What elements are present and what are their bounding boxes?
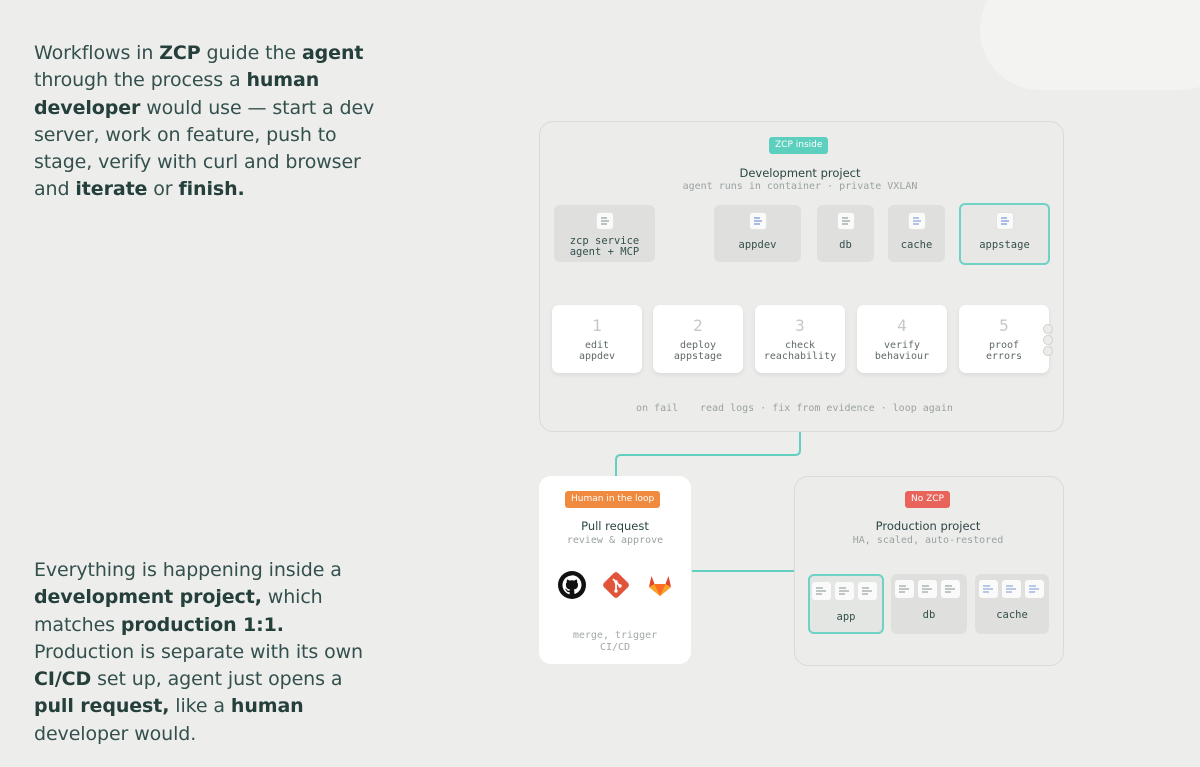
prose-text: guide the xyxy=(200,42,302,64)
production-service-label: db xyxy=(922,609,936,621)
workflow-step-1: 1 edit appdev xyxy=(552,305,642,373)
step-label: edit appdev xyxy=(578,340,616,362)
production-service-label: cache xyxy=(996,609,1028,621)
emphasis-text: development project, xyxy=(34,586,262,609)
loop-dot xyxy=(1043,335,1053,345)
git-icon xyxy=(603,572,629,598)
instance-icon xyxy=(941,580,960,598)
prose-text: developer would. xyxy=(34,722,197,745)
document-icon xyxy=(748,212,767,233)
decorative-glow xyxy=(980,0,1200,90)
pr-footer-line2: CI/CD xyxy=(599,642,631,653)
document-icon xyxy=(595,212,614,233)
step-label: verify behaviour xyxy=(874,340,930,362)
instance-icon xyxy=(858,582,877,600)
pull-request-title: Pull request xyxy=(581,519,649,533)
loop-dot xyxy=(1043,346,1053,356)
instance-icon xyxy=(895,580,914,598)
step-number: 5 xyxy=(999,316,1009,335)
service-db: db xyxy=(817,205,874,262)
emphasis-text: human developer xyxy=(34,69,320,119)
production-service-db: db xyxy=(891,574,967,634)
workflow-step-5: 5 proof errors xyxy=(959,305,1049,373)
prose-text: Everything is happening inside a xyxy=(34,559,342,581)
gitlab-icon xyxy=(649,576,671,596)
step-label: deploy appstage xyxy=(673,340,723,362)
github-icon xyxy=(558,571,586,599)
emphasis-text: ZCP xyxy=(159,42,201,64)
service-appdev: appdev xyxy=(714,205,801,262)
instance-icon xyxy=(1002,580,1021,598)
prose-text: like a xyxy=(169,695,231,718)
loop-description: read logs · fix from evidence · loop aga… xyxy=(700,403,953,414)
pr-footer-line1: merge, trigger xyxy=(572,630,658,641)
service-label: appdev xyxy=(738,239,777,251)
workflow-step-2: 2 deploy appstage xyxy=(653,305,743,373)
instance-icon xyxy=(835,582,854,600)
workflow-step-3: 3 check reachability xyxy=(755,305,845,373)
service-label: cache xyxy=(900,239,933,251)
prose-text: Production is separate with its own xyxy=(34,640,363,663)
service-sublabel: agent + MCP xyxy=(569,246,640,258)
emphasis-text: human xyxy=(230,695,304,718)
production-service-app: app xyxy=(808,574,884,634)
instance-icon xyxy=(918,580,937,598)
zcp-inside-badge: ZCP inside xyxy=(769,137,829,154)
prose-text: set up, agent just opens a xyxy=(91,668,343,691)
production-service-cache: cache xyxy=(975,574,1049,634)
intro-paragraph: Workflows in ZCP guide the agent through… xyxy=(34,40,379,204)
service-label: db xyxy=(839,239,852,251)
prose-text: Workflows in xyxy=(34,42,160,64)
no-zcp-badge: No ZCP xyxy=(905,491,950,508)
prose-text: through the process a xyxy=(34,69,247,92)
workflow-step-4: 4 verify behaviour xyxy=(857,305,947,373)
emphasis-text: pull request, xyxy=(34,695,170,718)
service-appstage: appstage xyxy=(959,203,1050,265)
prose-text: or xyxy=(147,178,179,201)
production-project-title: Production project xyxy=(875,519,981,533)
service-label: appstage xyxy=(979,239,1030,251)
emphasis-text: CI/CD xyxy=(34,668,92,691)
document-icon xyxy=(836,212,855,233)
document-icon xyxy=(995,212,1014,233)
step-number: 2 xyxy=(693,316,703,335)
instance-icon xyxy=(812,582,831,600)
production-project-subtitle: HA, scaled, auto-restored xyxy=(852,535,1004,546)
development-project-panel xyxy=(539,121,1064,432)
service-cache: cache xyxy=(888,205,945,262)
instance-icon xyxy=(979,580,998,598)
step-number: 1 xyxy=(592,316,602,335)
prose-text: would use — start a dev server, work on … xyxy=(34,96,375,201)
instance-icon xyxy=(1025,580,1044,598)
step-number: 3 xyxy=(795,316,805,335)
production-service-label: app xyxy=(836,611,856,623)
prose-text: which matches xyxy=(34,586,323,636)
explanation-paragraph: Everything is happening inside a develop… xyxy=(34,557,379,748)
document-icon xyxy=(907,212,926,233)
emphasis-text: agent xyxy=(301,42,364,64)
pull-request-subtitle: review & approve xyxy=(566,535,664,546)
step-label: proof errors xyxy=(985,340,1023,362)
emphasis-text: production 1:1. xyxy=(120,613,284,636)
step-number: 4 xyxy=(897,316,907,335)
on-fail-label: on fail xyxy=(636,403,679,414)
dev-project-title: Development project xyxy=(739,166,861,180)
dev-project-subtitle: agent runs in container · private VXLAN xyxy=(682,181,918,192)
service-label: zcp service xyxy=(569,235,640,247)
human-in-loop-badge: Human in the loop xyxy=(565,491,661,508)
step-label: check reachability xyxy=(763,340,837,362)
loop-dot xyxy=(1043,324,1053,334)
emphasis-text: iterate xyxy=(75,178,148,201)
emphasis-text: finish. xyxy=(178,178,245,201)
